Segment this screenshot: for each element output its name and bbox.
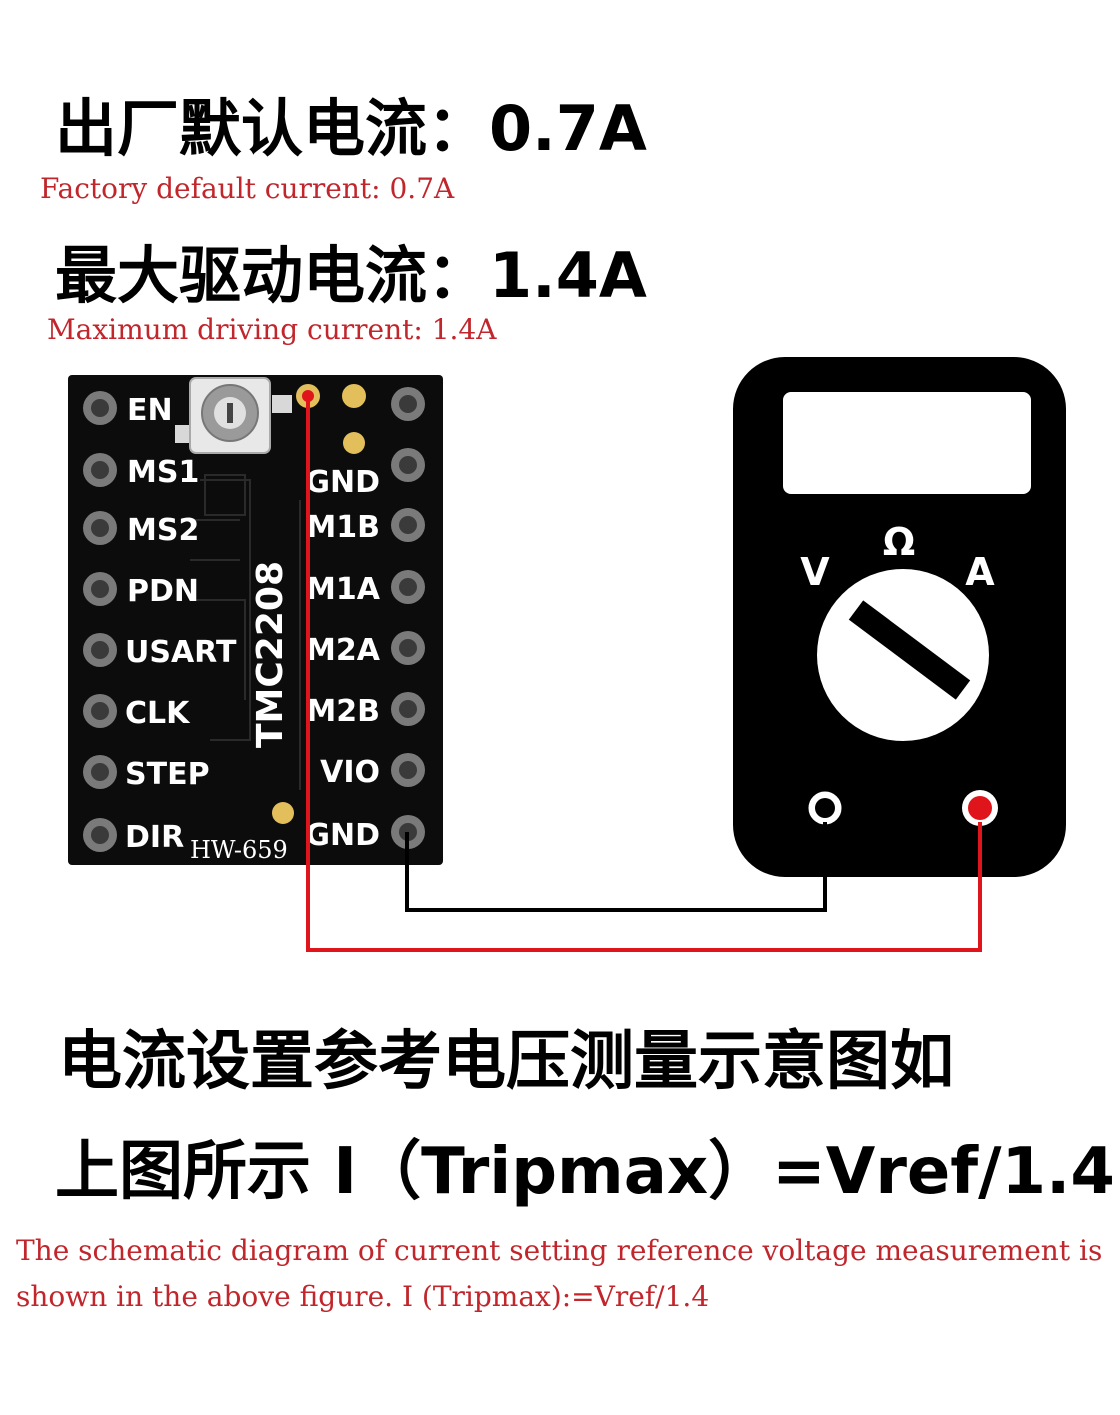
measurement-diagram: EN MS1 MS2 PDN USART CLK STEP DIR GND M1… xyxy=(68,357,1066,952)
selector-pointer xyxy=(848,600,971,700)
mode-v-label: V xyxy=(800,550,830,594)
right-pin-holes xyxy=(391,387,425,849)
multimeter: V Ω A xyxy=(733,357,1066,877)
pin-label-m1b: M1B xyxy=(306,510,380,545)
black-probe-wire xyxy=(405,822,827,912)
pad xyxy=(343,432,365,454)
board-pcb xyxy=(68,375,443,865)
model-label: HW-659 xyxy=(190,836,288,864)
left-pin-holes xyxy=(83,391,117,852)
pin-label-dir: DIR xyxy=(125,820,184,855)
mode-ohm-label: Ω xyxy=(883,520,915,564)
potentiometer xyxy=(175,377,292,454)
pin-label-step: STEP xyxy=(125,757,210,792)
red-probe-wire xyxy=(306,396,982,952)
multimeter-display xyxy=(783,392,1031,494)
default-current-caption: Factory default current: 0.7A xyxy=(40,172,455,205)
description-caption: The schematic diagram of current setting… xyxy=(16,1234,1103,1313)
pin-label-pdn: PDN xyxy=(127,574,199,609)
max-current-caption: Maximum driving current: 1.4A xyxy=(47,313,497,346)
pin-label-clk: CLK xyxy=(125,696,191,731)
default-current-heading: 出厂默认电流：0.7A xyxy=(55,92,647,165)
mode-a-label: A xyxy=(965,550,995,594)
pin-label-ms2: MS2 xyxy=(127,513,199,548)
description-line-2: 上图所示 I（Tripmax）=Vref/1.4 xyxy=(55,1135,1115,1209)
driver-board: EN MS1 MS2 PDN USART CLK STEP DIR GND M1… xyxy=(68,375,443,865)
description-line-1: 电流设置参考电压测量示意图如 xyxy=(58,1025,954,1099)
max-current-heading: 最大驱动电流：1.4A xyxy=(55,239,647,312)
pin-label-vio: VIO xyxy=(320,755,380,790)
pin-label-usart: USART xyxy=(125,635,237,670)
chip-label: TMC2208 xyxy=(250,561,291,748)
pad xyxy=(272,802,294,824)
pin-label-m2a: M2A xyxy=(306,633,381,668)
pin-label-ms1: MS1 xyxy=(127,455,199,490)
pad xyxy=(342,384,366,408)
pin-label-en: EN xyxy=(127,393,173,428)
pin-label-gnd: GND xyxy=(305,465,380,500)
pin-label-gnd-2: GND xyxy=(305,818,380,853)
pin-label-m2b: M2B xyxy=(306,694,380,729)
pin-label-m1a: M1A xyxy=(306,572,381,607)
